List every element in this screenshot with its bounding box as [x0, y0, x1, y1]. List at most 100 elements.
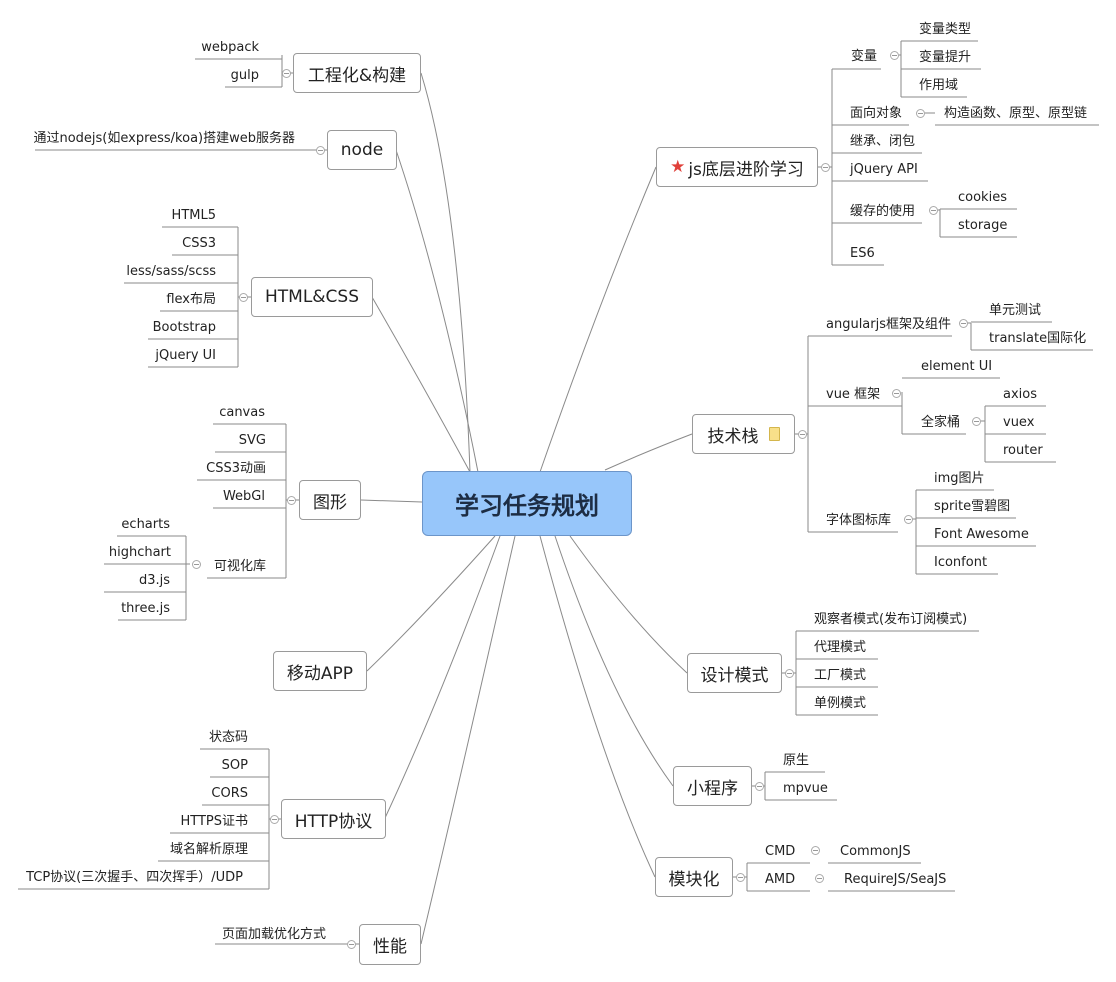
leaf-native[interactable]: 原生: [783, 753, 810, 768]
leaf-node-server[interactable]: 通过nodejs(如express/koa)搭建web服务器: [33, 131, 295, 146]
central-topic[interactable]: 学习任务规划: [422, 471, 632, 536]
topic-performance[interactable]: 性能: [359, 924, 421, 965]
subtopic-cmd[interactable]: CMD: [765, 844, 796, 859]
subtopic-vue-family[interactable]: 全家桶: [921, 415, 961, 430]
leaf-dns[interactable]: 域名解析原理: [169, 842, 248, 857]
leaf-cors[interactable]: CORS: [211, 786, 248, 801]
leaf-commonjs[interactable]: CommonJS: [840, 844, 911, 859]
topic-js-advanced-label: js底层进阶学习: [688, 159, 804, 180]
leaf-three[interactable]: three.js: [121, 601, 170, 616]
leaf-gulp[interactable]: gulp: [230, 68, 259, 83]
leaf-highchart[interactable]: highchart: [108, 545, 171, 560]
collapse-icon[interactable]: [347, 940, 356, 949]
subtopic-vue[interactable]: vue 框架: [826, 387, 881, 402]
leaf-status-code[interactable]: 状态码: [208, 730, 248, 745]
leaf-canvas[interactable]: canvas: [219, 405, 265, 420]
leaf-var-types[interactable]: 变量类型: [919, 22, 972, 37]
topic-mini-program[interactable]: 小程序: [673, 766, 752, 806]
collapse-icon[interactable]: [959, 319, 968, 328]
collapse-icon[interactable]: [821, 163, 830, 172]
subtopic-icon-fonts[interactable]: 字体图标库: [826, 513, 892, 528]
leaf-bootstrap[interactable]: Bootstrap: [152, 320, 216, 335]
subtopic-viz-libs[interactable]: 可视化库: [213, 559, 266, 574]
topic-engineering[interactable]: 工程化&构建: [293, 53, 421, 93]
collapse-icon[interactable]: [736, 873, 745, 882]
topic-tech-stack[interactable]: 技术栈: [692, 414, 795, 454]
collapse-icon[interactable]: [282, 69, 291, 78]
leaf-closure[interactable]: 继承、闭包: [850, 134, 916, 149]
subtopic-oop[interactable]: 面向对象: [850, 106, 903, 121]
leaf-img[interactable]: img图片: [934, 471, 985, 486]
leaf-hoisting[interactable]: 变量提升: [919, 50, 972, 65]
leaf-observer[interactable]: 观察者模式(发布订阅模式): [814, 612, 968, 627]
leaf-css3[interactable]: CSS3: [182, 236, 216, 251]
leaf-html5[interactable]: HTML5: [171, 208, 216, 223]
leaf-font-awesome[interactable]: Font Awesome: [934, 527, 1029, 542]
leaf-https[interactable]: HTTPS证书: [180, 814, 248, 829]
collapse-icon[interactable]: [270, 815, 279, 824]
leaf-webgl[interactable]: WebGl: [222, 489, 265, 504]
leaf-iconfont[interactable]: Iconfont: [934, 555, 988, 570]
collapse-icon[interactable]: [916, 109, 925, 118]
collapse-icon[interactable]: [815, 874, 824, 883]
leaf-requirejs[interactable]: RequireJS/SeaJS: [844, 872, 947, 887]
leaf-element-ui[interactable]: element UI: [921, 359, 993, 374]
subtopic-cache[interactable]: 缓存的使用: [850, 204, 916, 219]
collapse-icon[interactable]: [287, 496, 296, 505]
note-icon[interactable]: [768, 427, 780, 441]
collapse-icon[interactable]: [798, 430, 807, 439]
leaf-scope[interactable]: 作用域: [919, 78, 959, 93]
leaf-d3[interactable]: d3.js: [138, 573, 170, 588]
leaf-proxy[interactable]: 代理模式: [814, 640, 867, 655]
topic-mobile-app[interactable]: 移动APP: [273, 651, 367, 691]
leaf-prototype[interactable]: 构造函数、原型、原型链: [944, 106, 1088, 121]
leaf-flex[interactable]: flex布局: [166, 292, 216, 307]
leaf-echarts[interactable]: echarts: [121, 517, 170, 532]
leaf-mpvue[interactable]: mpvue: [783, 781, 828, 796]
collapse-icon[interactable]: [239, 293, 248, 302]
leaf-jquery-api[interactable]: jQuery API: [850, 162, 918, 177]
link-design: [569, 535, 688, 674]
collapse-icon[interactable]: [929, 206, 938, 215]
leaf-axios[interactable]: axios: [1003, 387, 1037, 402]
leaf-svg[interactable]: SVG: [238, 433, 266, 448]
leaf-i18n[interactable]: translate国际化: [989, 331, 1087, 346]
leaf-page-load[interactable]: 页面加载优化方式: [221, 927, 326, 942]
collapse-icon[interactable]: [904, 515, 913, 524]
leaf-es6[interactable]: ES6: [850, 246, 875, 261]
leaf-storage[interactable]: storage: [958, 218, 1008, 233]
collapse-icon[interactable]: [890, 51, 899, 60]
topic-modularization[interactable]: 模块化: [655, 857, 733, 897]
topic-js-advanced[interactable]: ★ js底层进阶学习: [656, 147, 818, 187]
leaf-css3-animation[interactable]: CSS3动画: [206, 461, 266, 476]
collapse-icon[interactable]: [811, 846, 820, 855]
leaf-factory[interactable]: 工厂模式: [814, 668, 867, 683]
collapse-icon[interactable]: [892, 389, 901, 398]
topic-html-css[interactable]: HTML&CSS: [251, 277, 373, 317]
leaf-tcp[interactable]: TCP协议(三次握手、四次挥手）/UDP: [26, 870, 243, 885]
link-module: [539, 535, 656, 878]
collapse-icon[interactable]: [316, 146, 325, 155]
collapse-icon[interactable]: [972, 417, 981, 426]
subtopic-amd[interactable]: AMD: [765, 872, 796, 887]
link-js: [539, 166, 657, 473]
leaf-cookies[interactable]: cookies: [958, 190, 1007, 205]
leaf-sop[interactable]: SOP: [221, 758, 248, 773]
topic-graphics[interactable]: 图形: [299, 480, 361, 520]
topic-design-patterns[interactable]: 设计模式: [687, 653, 782, 693]
collapse-icon[interactable]: [785, 669, 794, 678]
topic-http[interactable]: HTTP协议: [281, 799, 386, 839]
leaf-router[interactable]: router: [1003, 443, 1043, 458]
collapse-icon[interactable]: [192, 560, 201, 569]
leaf-sprite[interactable]: sprite雪碧图: [934, 499, 1011, 514]
leaf-preprocessors[interactable]: less/sass/scss: [126, 264, 216, 279]
leaf-singleton[interactable]: 单例模式: [814, 696, 867, 711]
subtopic-angular[interactable]: angularjs框架及组件: [826, 317, 952, 332]
subtopic-variables[interactable]: 变量: [851, 49, 878, 64]
leaf-vuex[interactable]: vuex: [1003, 415, 1035, 430]
topic-node[interactable]: node: [327, 130, 397, 170]
leaf-unit-test[interactable]: 单元测试: [989, 303, 1042, 318]
collapse-icon[interactable]: [755, 782, 764, 791]
leaf-jquery-ui[interactable]: jQuery UI: [155, 348, 216, 363]
leaf-webpack[interactable]: webpack: [201, 40, 259, 55]
